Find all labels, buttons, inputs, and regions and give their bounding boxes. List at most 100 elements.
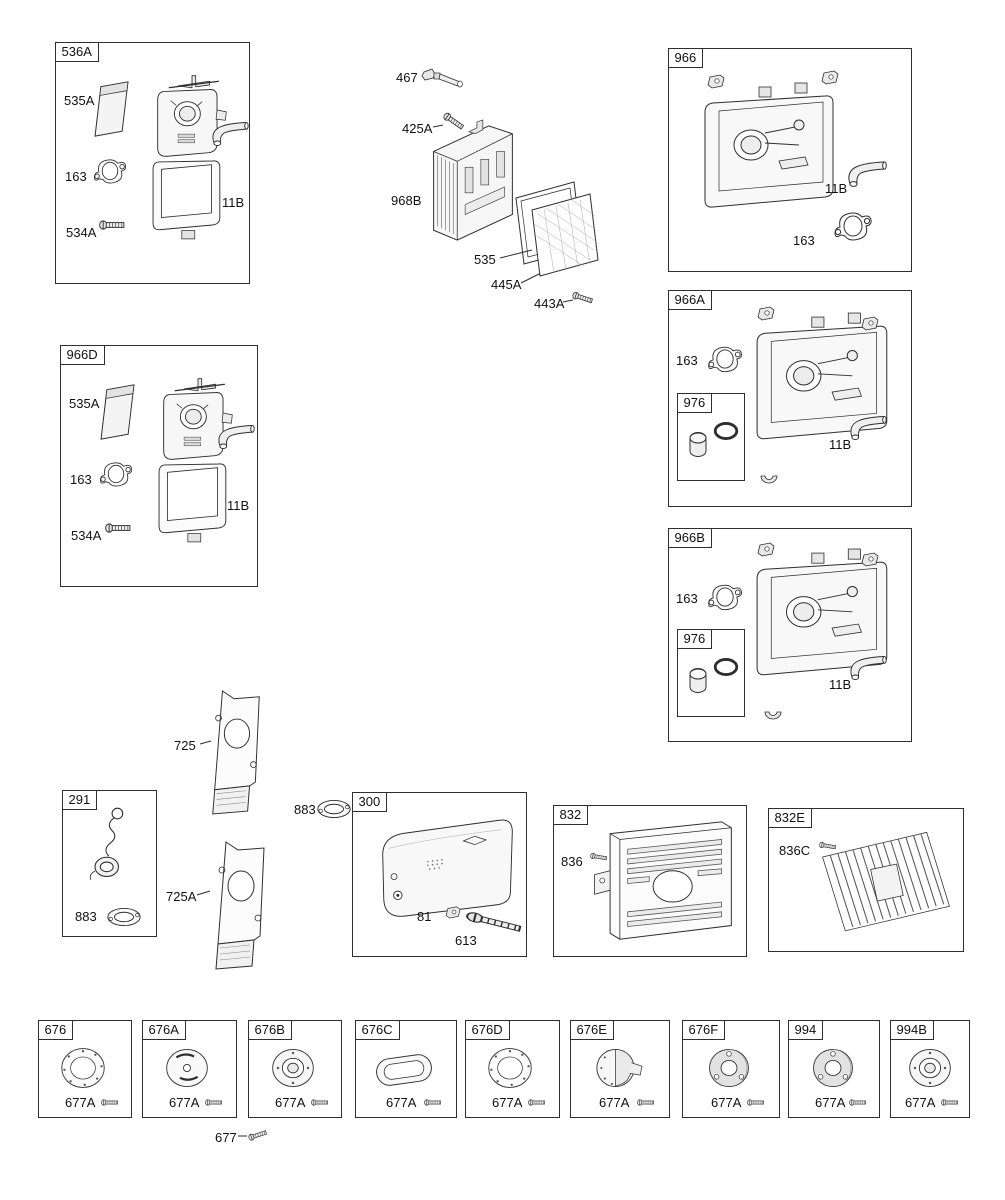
group-title-536A: 536A (54, 41, 99, 62)
part-label-11B: 11B (825, 181, 848, 196)
group-title-291: 291 (61, 789, 98, 810)
cover-plate-drawing (372, 1051, 436, 1089)
group-box-966D: 966D 535A 163 534A 11B (59, 344, 258, 587)
part-label-677A: 677A (711, 1095, 742, 1110)
part-label-677A: 677A (169, 1095, 200, 1110)
group-title-300: 300 (351, 791, 388, 812)
screw-drawing (424, 1098, 442, 1107)
screw-drawing (571, 290, 595, 306)
cover-plate-drawing (807, 1045, 859, 1091)
group-box-676F: 676F 677A (681, 1019, 780, 1118)
part-label-11B: 11B (829, 437, 852, 452)
group-title-966A: 966A (667, 289, 712, 310)
group-title-676D: 676D (464, 1019, 510, 1040)
group-box-976: 976 (676, 392, 745, 481)
group-title-676C: 676C (354, 1019, 400, 1040)
muffler-drawing (365, 809, 517, 931)
part-label-534A: 534A (66, 225, 97, 240)
part-label-163: 163 (793, 233, 815, 248)
air-cleaner-assembly-drawing (141, 59, 243, 263)
group-box-676B: 676B 677A (247, 1019, 342, 1118)
clamp-drawing (761, 705, 785, 723)
clip-drawing (861, 551, 881, 567)
foam-filter-drawing (95, 382, 140, 442)
part-label-968B: 968B (391, 193, 422, 208)
group-title-676A: 676A (141, 1019, 186, 1040)
part-label-677A: 677A (65, 1095, 96, 1110)
clip-drawing (861, 315, 881, 331)
screw-drawing (747, 1098, 765, 1107)
part-label-677A: 677A (815, 1095, 846, 1110)
gasket-drawing (705, 343, 745, 375)
elbow-tube-drawing (208, 115, 252, 147)
gasket-drawing (91, 156, 129, 186)
cover-plate-drawing (591, 1045, 647, 1091)
cover-plate-drawing (161, 1045, 213, 1091)
heat-shield-plate-drawing (208, 840, 272, 970)
primer-cup-drawing (684, 426, 714, 464)
part-label-836C: 836C (779, 843, 811, 858)
screw-drawing (205, 1098, 223, 1107)
part-label-11B: 11B (227, 498, 250, 513)
gasket-drawing (105, 905, 143, 929)
clip-drawing (757, 305, 777, 321)
elbow-tube-drawing (845, 649, 891, 681)
gasket-drawing (97, 459, 135, 489)
group-box-994: 994 677A (787, 1019, 880, 1118)
group-box-966: 966 11B 163 (667, 47, 912, 272)
seal-ring-drawing (712, 420, 740, 442)
clip-drawing (757, 541, 777, 557)
group-title-676E: 676E (569, 1019, 614, 1040)
group-title-966: 966 (667, 47, 704, 68)
primer-cup-drawing (684, 662, 714, 700)
group-title-676B: 676B (247, 1019, 292, 1040)
part-label-163: 163 (65, 169, 87, 184)
gasket-drawing (705, 581, 745, 613)
group-box-300: 300 81 613 (351, 791, 527, 957)
part-label-725A: 725A (166, 889, 197, 904)
seal-ring-drawing (712, 656, 740, 678)
clip-drawing (707, 73, 727, 89)
part-label-883: 883 (294, 802, 316, 817)
part-label-163: 163 (676, 353, 698, 368)
screw-drawing (528, 1098, 546, 1107)
elbow-tube-drawing (214, 418, 258, 450)
part-label-535A: 535A (64, 93, 95, 108)
group-box-832E: 832E 836C (767, 807, 964, 952)
part-label-163: 163 (70, 472, 92, 487)
group-box-676D: 676D 677A (464, 1019, 560, 1118)
screw-drawing (99, 219, 126, 231)
group-box-676A: 676A 677A (141, 1019, 237, 1118)
air-cleaner-assembly-drawing (147, 362, 249, 566)
screw-drawing (311, 1098, 329, 1107)
group-box-832: 832 836 (552, 804, 747, 957)
group-title-676F: 676F (681, 1019, 726, 1040)
part-label-443A: 443A (534, 296, 565, 311)
screw-drawing (105, 522, 132, 534)
muffler-guard-drawing (574, 816, 742, 948)
elbow-tube-drawing (844, 154, 890, 188)
bolt-clip-drawing (443, 905, 465, 919)
screw-drawing (101, 1098, 119, 1107)
screw-drawing (247, 1127, 269, 1143)
primer-kit-drawing (79, 805, 143, 901)
part-label-163: 163 (676, 591, 698, 606)
part-label-535A: 535A (69, 396, 100, 411)
group-box-966A: 966A 163 976 11B (667, 289, 912, 507)
group-title-976: 976 (676, 392, 713, 413)
group-title-676: 676 (37, 1019, 74, 1040)
group-title-832E: 832E (767, 807, 812, 828)
group-title-966D: 966D (59, 344, 105, 365)
part-label-535: 535 (474, 252, 496, 267)
screw-drawing (849, 1098, 867, 1107)
part-label-836: 836 (561, 854, 583, 869)
air-cleaner-base-drawing (425, 118, 520, 246)
part-label-677A: 677A (599, 1095, 630, 1110)
gasket-drawing (315, 796, 353, 822)
part-label-467: 467 (396, 70, 418, 85)
part-label-677A: 677A (905, 1095, 936, 1110)
group-title-994B: 994B (889, 1019, 934, 1040)
cover-plate-drawing (267, 1045, 319, 1091)
blower-housing-plate-drawing (699, 81, 849, 231)
